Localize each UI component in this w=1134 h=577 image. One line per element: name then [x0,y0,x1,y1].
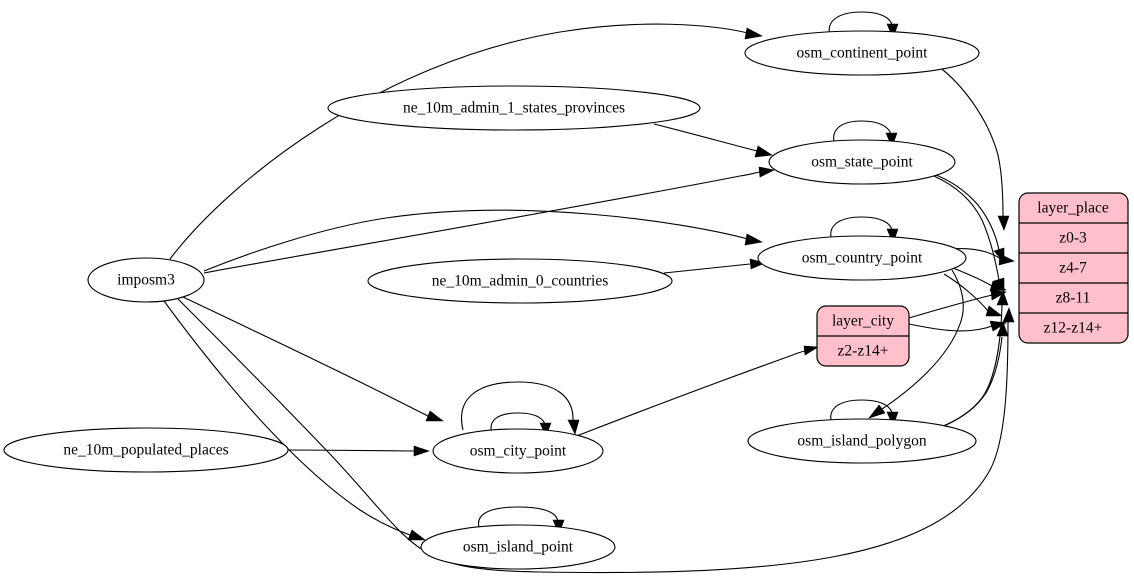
edge-layer [163,11,1015,574]
layer-city-title: layer_city [832,313,894,330]
node-imposm3[interactable]: imposm3 [87,257,205,303]
layer-place-row-z0-3[interactable]: z0-3 [1059,230,1087,247]
edge-imposm3-to-layer-place-z12 [177,298,1015,574]
edge-ne-countries-to-osm-country-point [663,258,766,274]
node-osm-island-polygon[interactable]: osm_island_polygon [747,418,977,464]
node-ne-states-label: ne_10m_admin_1_states_provinces [403,100,625,117]
edge-imposm3-to-osm-city-point [182,296,444,422]
edge-imposm3-to-osm-island-point [163,300,426,541]
node-imposm3-label: imposm3 [117,272,175,289]
layer-node-layer-place[interactable]: layer_place z0-3 z4-7 z8-11 z12-z14+ [1018,192,1129,344]
edge-osm-island-polygon-to-layer-place-z12 [943,321,1009,427]
node-osm-island-polygon-label: osm_island_polygon [797,433,926,450]
node-ne-10m-admin-0-countries[interactable]: ne_10m_admin_0_countries [367,258,673,304]
node-layer: imposm3 ne_10m_admin_1_states_provinces … [3,30,980,570]
node-osm-country-point[interactable]: osm_country_point [757,235,967,281]
edge-osm-city-point-to-layer-city [573,345,819,438]
edge-self-loop-osm-state-point [833,120,898,148]
node-osm-city-point-label: osm_city_point [470,443,567,460]
layer-place-row-z4-7[interactable]: z4-7 [1059,260,1087,277]
node-osm-island-point[interactable]: osm_island_point [420,524,616,570]
edge-osm-country-point-to-osm-island-polygon [868,269,964,419]
edge-imposm3-to-osm-state-point [203,166,775,274]
node-ne-populated-label: ne_10m_populated_places [63,442,228,459]
node-osm-continent-point-label: osm_continent_point [797,45,929,62]
node-ne-10m-populated-places[interactable]: ne_10m_populated_places [3,427,289,473]
edge-self-loop-osm-continent-point [828,11,899,39]
edge-layer-city-to-layer-place-z12 [908,320,1007,332]
edge-imposm3-to-osm-country-point [203,209,763,272]
edge-self-loop-osm-city-point-outer [461,381,580,435]
node-ne-countries-label: ne_10m_admin_0_countries [432,273,609,290]
edge-self-loop-osm-country-point [830,216,899,244]
node-osm-state-point[interactable]: osm_state_point [768,139,956,185]
node-osm-city-point[interactable]: osm_city_point [432,428,604,474]
layer-place-title: layer_place [1037,200,1109,217]
edge-ne-states-to-osm-state-point [653,123,773,158]
node-osm-country-point-label: osm_country_point [802,250,923,267]
node-ne-10m-admin-1-states-provinces[interactable]: ne_10m_admin_1_states_provinces [327,85,701,131]
node-osm-island-point-label: osm_island_point [463,539,574,556]
edge-layer-city-to-layer-place-z8 [908,289,1007,319]
edge-imposm3-to-osm-continent-point [169,23,763,260]
layer-node-layer-city[interactable]: layer_city z2-z14+ [816,305,910,367]
edge-osm-country-point-to-layer-place-z12 [943,273,1003,317]
edge-osm-continent-point-to-layer-place-z0 [937,65,1010,231]
edge-osm-country-point-to-layer-place-z8 [952,267,1007,292]
edge-self-loop-osm-island-polygon [830,399,899,427]
layer-place-row-z12-z14plus[interactable]: z12-z14+ [1044,320,1103,337]
node-osm-continent-point[interactable]: osm_continent_point [744,30,980,76]
node-osm-state-point-label: osm_state_point [811,154,913,171]
layer-place-row-z8-11[interactable]: z8-11 [1056,290,1091,307]
layer-city-row-z2-z14plus[interactable]: z2-z14+ [838,343,889,360]
edge-osm-country-point-to-layer-place-z4 [951,248,1015,266]
edge-ne-populated-to-osm-city-point [287,445,430,457]
